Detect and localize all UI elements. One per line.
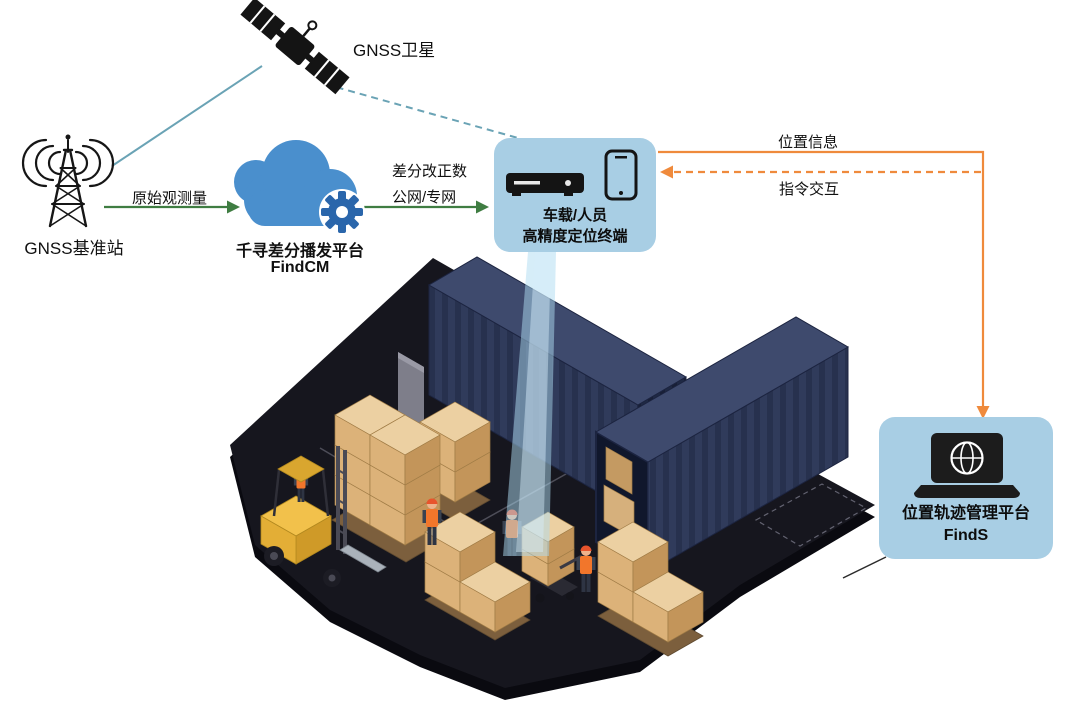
correction-label-line1: 差分改正数	[392, 163, 468, 180]
lane-zone	[754, 483, 868, 547]
cloud-icon	[234, 140, 365, 235]
platform-steps	[398, 352, 424, 432]
forklift	[260, 446, 387, 587]
satellite-icon	[240, 0, 350, 95]
satellite-to-station-line	[111, 65, 263, 167]
finds-label-line1: 位置轨迹管理平台	[901, 504, 1030, 522]
command-interaction-arrow	[660, 165, 981, 179]
laptop-globe-icon	[914, 432, 1020, 498]
position-info-label: 位置信息	[777, 134, 838, 151]
warehouse-platform	[230, 258, 875, 688]
cloud-platform-name: FindCM	[270, 259, 330, 276]
receiver-icon	[506, 173, 584, 196]
globe-icon	[950, 441, 984, 475]
correction-arrow	[364, 200, 489, 214]
box-pallet-center	[424, 511, 531, 641]
warehouse-illustration	[230, 256, 875, 700]
terminal-devices-icon	[506, 149, 638, 201]
cloud-platform-label: 千寻差分播发平台	[235, 243, 364, 260]
base-station-icon	[21, 134, 115, 228]
satellite-to-terminal-line	[324, 83, 519, 139]
cargo-box	[605, 446, 633, 495]
finds-label-line2: FindS	[943, 527, 989, 544]
base-station-label: GNSS基准站	[24, 239, 124, 258]
raw-observation-label: 原始观测量	[132, 190, 208, 207]
smartphone-icon	[604, 149, 638, 201]
finds-callout-tail	[842, 556, 887, 579]
gear-icon	[319, 189, 365, 235]
box-pallet-right	[597, 521, 704, 657]
satellite-label: GNSS卫星	[353, 41, 436, 60]
terminal-label-line1: 车载/人员	[542, 207, 608, 224]
terminal-label-line2: 高精度定位终端	[522, 228, 628, 245]
positioning-beam	[503, 252, 556, 556]
terminal-panel: 车载/人员 高精度定位终端	[494, 138, 656, 252]
command-interaction-label: 指令交互	[778, 181, 839, 198]
finds-panel: 位置轨迹管理平台 FindS	[879, 417, 1053, 559]
correction-label-line2: 公网/专网	[392, 189, 457, 206]
position-info-arrow	[658, 150, 990, 419]
raw-observation-arrow	[104, 200, 240, 214]
